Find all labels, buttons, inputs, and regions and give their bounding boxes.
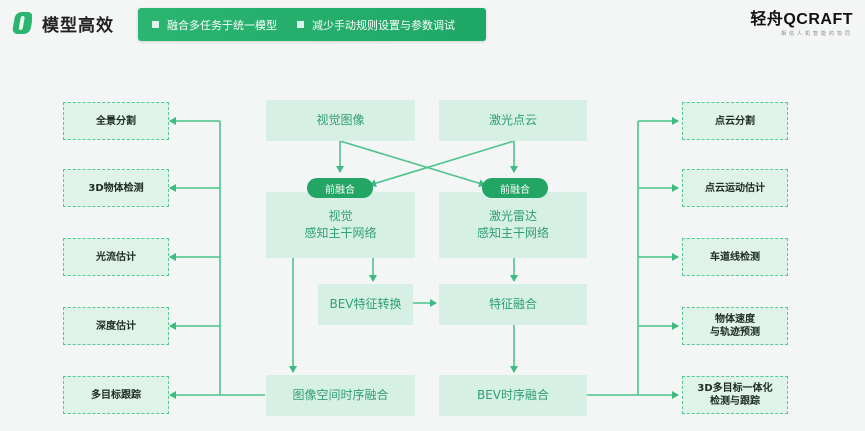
task-3d-mot-unified: 3D多目标一体化 检测与跟踪 <box>682 376 788 414</box>
bev-temporal-fusion: BEV时序融合 <box>439 375 587 416</box>
banner-item: 减少手动规则设置与参数调试 <box>297 17 455 33</box>
pre-fusion-badge-lidar: 前融合 <box>482 178 548 198</box>
task-3d-object-detection: 3D物体检测 <box>63 169 169 207</box>
feature-fusion: 特征融合 <box>439 284 587 325</box>
bev-feature-transform: BEV特征转换 <box>318 284 413 325</box>
task-pointcloud-motion: 点云运动估计 <box>682 169 788 207</box>
task-velocity-trajectory: 物体速度 与轨迹预测 <box>682 307 788 345</box>
task-pointcloud-segmentation: 点云分割 <box>682 102 788 140</box>
pre-fusion-badge-visual: 前融合 <box>307 178 373 198</box>
task-optical-flow: 光流估计 <box>63 238 169 276</box>
brand-name: 轻舟QCRAFT <box>750 11 853 28</box>
summary-banner: 融合多任务于统一模型 减少手动规则设置与参数调试 <box>138 8 486 41</box>
image-spatiotemporal-fusion: 图像空间时序融合 <box>266 375 415 416</box>
bullet-icon <box>152 21 159 28</box>
page-title: 模型高效 <box>42 16 114 36</box>
task-panoptic-segmentation: 全景分割 <box>63 102 169 140</box>
lidar-backbone-network: 激光雷达 感知主干网络 <box>439 192 587 258</box>
visual-image-input: 视觉图像 <box>266 100 415 141</box>
task-multi-object-tracking: 多目标跟踪 <box>63 376 169 414</box>
bullet-icon <box>297 21 304 28</box>
brand-logo: 轻舟QCRAFT 相信人机智能的协同 <box>750 5 853 37</box>
visual-backbone-network: 视觉 感知主干网络 <box>266 192 415 258</box>
brand-tagline: 相信人机智能的协同 <box>780 31 853 37</box>
banner-text: 减少手动规则设置与参数调试 <box>312 18 455 32</box>
lidar-pointcloud-input: 激光点云 <box>439 100 587 141</box>
banner-text: 融合多任务于统一模型 <box>167 18 277 32</box>
task-depth-estimation: 深度估计 <box>63 307 169 345</box>
logo-icon <box>12 12 32 34</box>
task-lane-detection: 车道线检测 <box>682 238 788 276</box>
banner-item: 融合多任务于统一模型 <box>152 17 277 33</box>
